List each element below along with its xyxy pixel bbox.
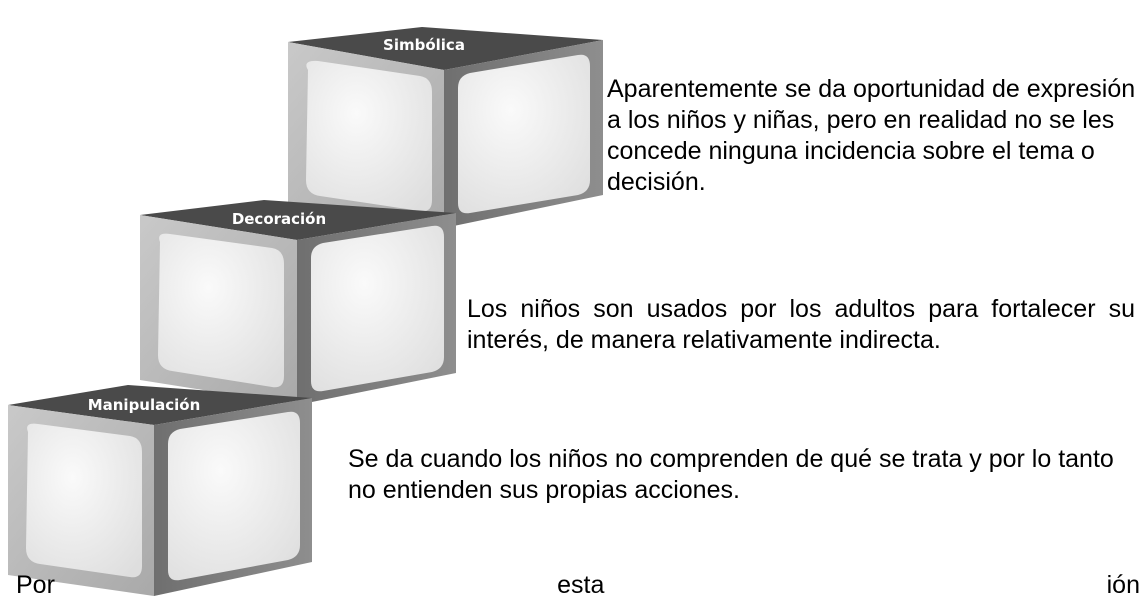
cube-label-simbolica: Simbólica xyxy=(383,36,465,54)
cube-side-panel xyxy=(311,225,444,392)
footer-text-cut-off: Por esta ión xyxy=(16,571,1140,596)
cube-side-panel xyxy=(168,411,300,581)
cube-top-face xyxy=(8,385,312,425)
cube-label-decoracion: Decoración xyxy=(232,210,326,228)
cube-front-panel xyxy=(26,423,142,578)
cube-side-panel xyxy=(458,54,590,214)
cube-front-panel xyxy=(158,233,284,388)
cube-label-manipulacion: Manipulación xyxy=(88,396,201,414)
description-simbolica: Aparentemente se da oportunidad de expre… xyxy=(607,75,1136,196)
cube-front-panel xyxy=(306,60,432,212)
cube-top-face xyxy=(288,27,603,70)
cube-decoracion: Decoración xyxy=(140,200,456,405)
description-decoracion: Los niños son usados por los adultos par… xyxy=(467,295,1135,354)
participation-stairs-diagram: Simbólica Decoración Manipulación xyxy=(8,27,603,596)
cube-manipulacion: Manipulación xyxy=(8,385,312,596)
cube-simbolica: Simbólica xyxy=(288,27,603,228)
description-manipulacion: Se da cuando los niños no comprenden de … xyxy=(348,445,1114,504)
cube-top-face xyxy=(140,200,456,240)
